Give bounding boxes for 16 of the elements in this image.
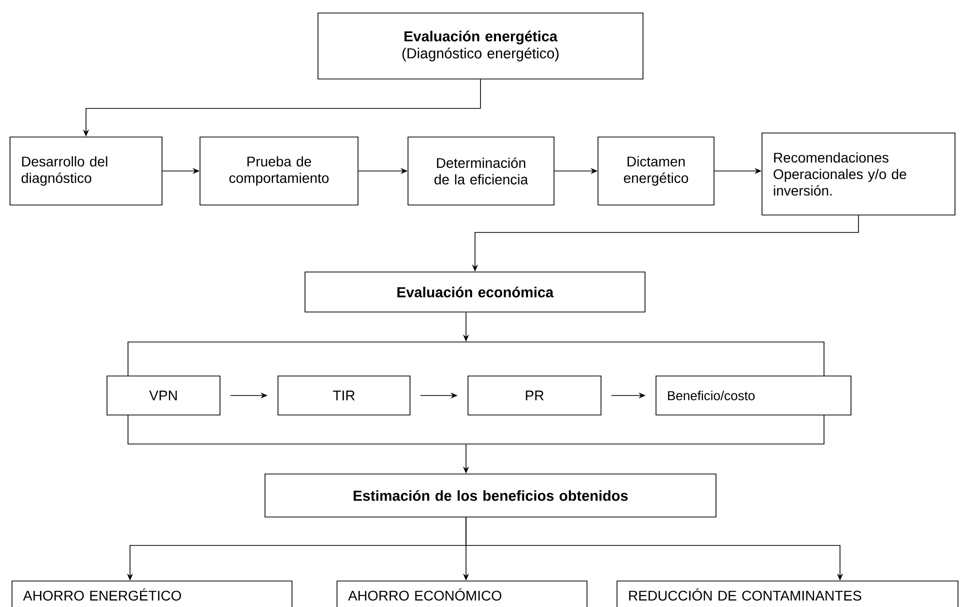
- process-box: Evaluación económica: [304, 272, 646, 312]
- process-box: Dictamen energético: [598, 136, 714, 206]
- process-box: Beneficio/costo: [656, 376, 852, 416]
- process-box: VPN: [106, 376, 220, 416]
- process-box: Determinación de la eficiencia: [408, 136, 554, 206]
- process-box: AHORRO ENERGÉTICO: [12, 580, 292, 607]
- process-box: AHORRO ECONÓMICO: [336, 580, 588, 607]
- process-box: PR: [468, 376, 602, 416]
- process-box: Desarrollo del diagnóstico: [10, 136, 162, 206]
- frame-box: [128, 342, 824, 444]
- process-box: Evaluación energética (Diagnóstico energético): [318, 12, 644, 80]
- process-box: Recomendaciones Operacionales y/o de inversión.: [762, 132, 956, 216]
- process-box: Estimación de los beneficios obtenidos: [264, 474, 716, 518]
- process-box: TIR: [278, 376, 410, 416]
- process-box: REDUCCIÓN DE CONTAMINANTES: [616, 580, 958, 607]
- process-box: Prueba de comportamiento: [200, 136, 358, 206]
